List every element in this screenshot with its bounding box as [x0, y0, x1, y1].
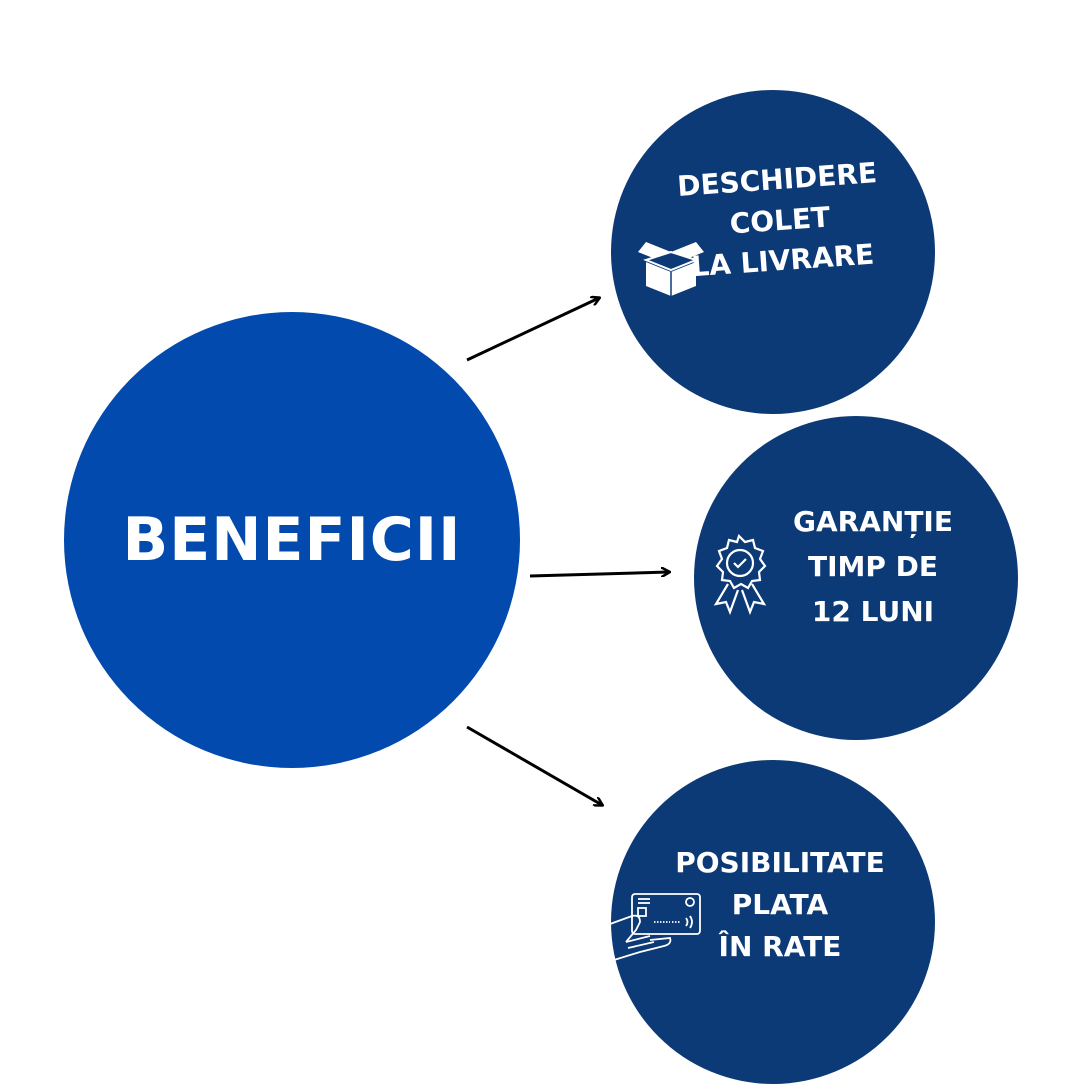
benefit-circle-warranty — [694, 416, 1018, 740]
card-payment-icon — [610, 893, 701, 961]
arrow-to-installments — [466, 725, 602, 805]
text-line: GARANȚIE — [793, 505, 953, 538]
open-box-icon — [638, 242, 704, 296]
text-line: ÎN RATE — [718, 930, 842, 963]
award-badge-icon — [713, 533, 767, 616]
beneficii-label: BENEFICII — [122, 505, 462, 575]
text-line: POSIBILITATE — [675, 846, 885, 879]
benefit-text-warranty: GARANȚIE TIMP DE 12 LUNI — [768, 500, 978, 634]
arrow-to-delivery — [466, 298, 599, 362]
text-line: TIMP DE — [807, 549, 939, 583]
text-line: 12 LUNI — [811, 594, 935, 628]
text-line: PLATA — [731, 888, 829, 921]
arrow-to-warranty — [529, 572, 669, 578]
benefit-text-installments: POSIBILITATE PLATA ÎN RATE — [660, 842, 900, 968]
benefit-circle-installments — [611, 760, 935, 1084]
beneficii-circle — [64, 312, 520, 768]
